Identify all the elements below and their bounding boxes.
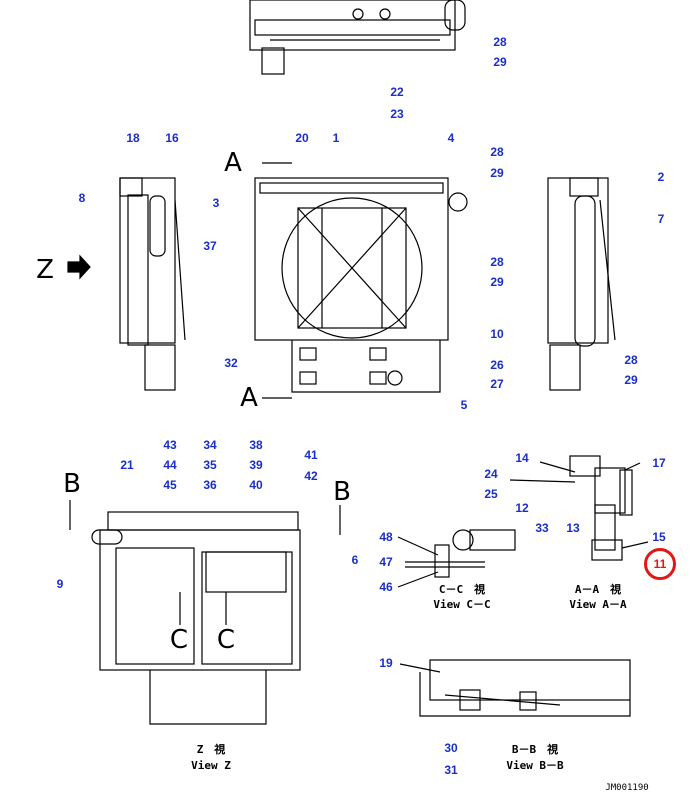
right-side-view-drawing bbox=[547, 177, 616, 391]
view-caption-jp: A－A 視 bbox=[574, 583, 622, 596]
callout[interactable]: 46 bbox=[379, 580, 393, 594]
callout[interactable]: 9 bbox=[56, 577, 64, 591]
callout[interactable]: 23 bbox=[390, 107, 404, 121]
callout[interactable]: 19 bbox=[379, 656, 393, 670]
callout[interactable]: 27 bbox=[490, 377, 504, 391]
callout[interactable]: 41 bbox=[304, 448, 318, 462]
callout[interactable]: 38 bbox=[249, 438, 263, 452]
section-letter-b-left: B bbox=[63, 469, 81, 499]
callout[interactable]: 42 bbox=[304, 469, 318, 483]
drawing-code: JM001190 bbox=[605, 783, 649, 793]
callout[interactable]: 33 bbox=[535, 521, 549, 535]
callout[interactable]: 29 bbox=[624, 373, 638, 387]
callout[interactable]: 45 bbox=[163, 478, 177, 492]
callout[interactable]: 13 bbox=[566, 521, 580, 535]
callout[interactable]: 35 bbox=[203, 458, 217, 472]
view-cc-drawing bbox=[397, 529, 516, 588]
top-view-drawing bbox=[249, 0, 466, 75]
callout[interactable]: 40 bbox=[249, 478, 263, 492]
callout[interactable]: 25 bbox=[484, 487, 498, 501]
front-view-drawing bbox=[254, 162, 468, 399]
callout[interactable]: 6 bbox=[351, 553, 359, 567]
callout[interactable]: 12 bbox=[515, 501, 529, 515]
view-caption-jp: Z 視 bbox=[196, 743, 226, 756]
callout[interactable]: 22 bbox=[390, 85, 404, 99]
callout[interactable]: 3 bbox=[212, 196, 220, 210]
callout[interactable]: 39 bbox=[249, 458, 263, 472]
z-arrow-icon bbox=[67, 254, 91, 280]
callout[interactable]: 36 bbox=[203, 478, 217, 492]
callout[interactable]: 32 bbox=[224, 356, 238, 370]
view-caption-en: View C－C bbox=[433, 598, 491, 611]
callout[interactable]: 16 bbox=[165, 131, 179, 145]
left-side-view-drawing bbox=[119, 177, 186, 391]
view-caption-en: View B－B bbox=[506, 759, 564, 772]
callout[interactable]: 21 bbox=[120, 458, 134, 472]
section-letter-z: Z bbox=[36, 255, 54, 285]
callout[interactable]: 29 bbox=[490, 275, 504, 289]
callout[interactable]: 29 bbox=[490, 166, 504, 180]
view-aa-drawing bbox=[509, 455, 649, 561]
callout[interactable]: 2 bbox=[657, 170, 665, 184]
section-letter-a-bottom: A bbox=[240, 383, 258, 413]
view-z-drawing bbox=[69, 500, 341, 725]
callout[interactable]: 44 bbox=[163, 458, 177, 472]
callout[interactable]: 37 bbox=[203, 239, 217, 253]
view-caption-jp: C－C 視 bbox=[438, 583, 486, 596]
callout[interactable]: 28 bbox=[493, 35, 507, 49]
callout[interactable]: 1 bbox=[332, 131, 340, 145]
callout[interactable]: 34 bbox=[203, 438, 217, 452]
callout[interactable]: 10 bbox=[490, 327, 504, 341]
callout[interactable]: 7 bbox=[657, 212, 665, 226]
view-bb-drawing bbox=[399, 659, 631, 717]
callout[interactable]: 20 bbox=[295, 131, 309, 145]
section-letter-a-top: A bbox=[224, 148, 242, 178]
callout[interactable]: 28 bbox=[490, 255, 504, 269]
callout[interactable]: 48 bbox=[379, 530, 393, 544]
callout[interactable]: 17 bbox=[652, 456, 666, 470]
section-letter-c-right: C bbox=[216, 625, 236, 655]
callout[interactable]: 30 bbox=[444, 741, 458, 755]
callout[interactable]: 15 bbox=[652, 530, 666, 544]
callout[interactable]: 28 bbox=[624, 353, 638, 367]
callout[interactable]: 26 bbox=[490, 358, 504, 372]
callout[interactable]: 5 bbox=[460, 398, 468, 412]
callout[interactable]: 47 bbox=[379, 555, 393, 569]
callout[interactable]: 18 bbox=[126, 131, 140, 145]
callout[interactable]: 8 bbox=[78, 191, 86, 205]
callout[interactable]: 24 bbox=[484, 467, 498, 481]
highlighted-callout[interactable]: 11 bbox=[644, 548, 676, 580]
callout[interactable]: 14 bbox=[515, 451, 529, 465]
section-letter-b-right: B bbox=[333, 477, 351, 507]
callout[interactable]: 29 bbox=[493, 55, 507, 69]
callout[interactable]: 31 bbox=[444, 763, 458, 777]
section-letter-c-left: C bbox=[169, 625, 189, 655]
callout[interactable]: 28 bbox=[490, 145, 504, 159]
view-caption-en: View A－A bbox=[569, 598, 627, 611]
callout[interactable]: 43 bbox=[163, 438, 177, 452]
view-caption-en: View Z bbox=[191, 759, 231, 772]
callout[interactable]: 4 bbox=[447, 131, 455, 145]
view-caption-jp: B－B 視 bbox=[511, 743, 559, 756]
